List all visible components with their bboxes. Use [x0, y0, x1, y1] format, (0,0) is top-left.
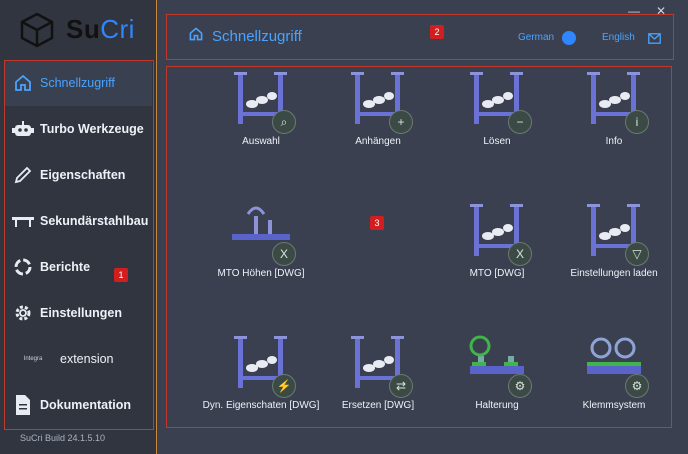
mail-icon[interactable] — [648, 31, 661, 49]
close-button[interactable]: ✕ — [656, 4, 667, 18]
sidebar-item-eigenschaften[interactable]: Eigenschaften — [4, 152, 152, 198]
pipe-rack-icon: X — [228, 200, 296, 266]
annotation-box-3 — [166, 66, 672, 428]
tile-einstellungen-laden[interactable]: ▽ Einstellungen laden — [555, 200, 673, 280]
sidebar: SuCri Schnellzugriff Turbo Werkzeuge Eig… — [0, 0, 156, 454]
tile-mto-dwg[interactable]: X MTO [DWG] — [438, 200, 556, 280]
sidebar-nav: Schnellzugriff Turbo Werkzeuge Eigenscha… — [4, 60, 152, 428]
pipe-rack-icon: + — [345, 68, 413, 134]
tile-caption: MTO [DWG] — [469, 268, 525, 279]
integra-logo: Integra — [6, 356, 60, 362]
pencil-icon — [6, 165, 40, 185]
sidebar-item-schnellzugriff[interactable]: Schnellzugriff — [4, 60, 152, 106]
pipe-rack-icon: ⇄ — [345, 332, 413, 398]
tile-auswahl[interactable]: ⌕ Auswahl — [202, 68, 320, 148]
pipe-rack-icon: ⚡ — [228, 332, 296, 398]
pipe-rack-icon: i — [581, 68, 649, 134]
robot-icon — [6, 119, 40, 139]
brand-cri: Cri — [100, 14, 135, 44]
tile-caption: Lösen — [483, 136, 511, 147]
app-logo: SuCri — [18, 10, 148, 50]
tile-ersetzen-dwg[interactable]: ⇄ Ersetzen [DWG] — [319, 332, 437, 412]
page-title-text: Schnellzugriff — [212, 27, 302, 45]
sidebar-item-label: Eigenschaften — [40, 168, 126, 182]
annotation-badge-2: 2 — [430, 25, 444, 39]
pie-chart-icon — [6, 257, 40, 277]
annotation-box-2 — [166, 14, 674, 60]
build-version: SuCri Build 24.1.5.10 — [20, 433, 106, 443]
filter-icon: ▽ — [625, 242, 649, 266]
pipe-rack-icon: ▽ — [581, 200, 649, 266]
tile-caption: Ersetzen [DWG] — [341, 400, 415, 411]
sidebar-item-dokumentation[interactable]: Dokumentation — [4, 382, 152, 428]
pipe-rack-icon: ⚙ — [464, 332, 532, 398]
annotation-badge-1: 1 — [114, 268, 128, 282]
tile-caption: Info — [605, 136, 623, 147]
pipe-rack-icon: X — [464, 200, 532, 266]
gear-icon — [6, 302, 40, 324]
tile-caption: Auswahl — [242, 136, 280, 147]
brand-name: SuCri — [66, 14, 135, 45]
info-icon: i — [625, 110, 649, 134]
excel-icon: X — [508, 242, 532, 266]
tile-caption: Halterung — [475, 400, 519, 411]
sidebar-item-extension[interactable]: Integra extension — [4, 336, 152, 382]
tile-lösen[interactable]: − Lösen — [438, 68, 556, 148]
cube-logo-icon — [20, 12, 54, 48]
sidebar-item-sekundaerstahlbau[interactable]: Sekundärstahlbau — [4, 198, 152, 244]
divider — [156, 0, 157, 454]
annotation-box-1 — [4, 60, 154, 430]
home-icon — [188, 26, 204, 47]
pipe-rack-icon: ⌕ — [228, 68, 296, 134]
lang-english-label[interactable]: English — [602, 32, 635, 43]
sidebar-item-label: Schnellzugriff — [40, 76, 115, 90]
brand-su: Su — [66, 14, 101, 44]
gear-icon: ⚙ — [508, 374, 532, 398]
tile-caption: Klemmsystem — [582, 400, 646, 411]
sidebar-item-turbo-werkzeuge[interactable]: Turbo Werkzeuge — [4, 106, 152, 152]
lightning-icon: ⚡ — [272, 374, 296, 398]
tile-caption: Dyn. Eigenschaten [DWG] — [202, 400, 320, 411]
integra-logo-text: Integra — [23, 356, 43, 362]
header-bar: Schnellzugriff 2 German English — [166, 14, 674, 60]
excel-icon: X — [272, 242, 296, 266]
lang-german-label[interactable]: German — [518, 32, 555, 43]
plus-icon: + — [389, 110, 413, 134]
sidebar-item-label: Berichte — [40, 260, 91, 274]
sidebar-item-label: Sekundärstahlbau — [40, 214, 149, 228]
swap-icon: ⇄ — [389, 374, 413, 398]
minus-icon: − — [508, 110, 532, 134]
sidebar-item-berichte[interactable]: Berichte — [4, 244, 152, 290]
pipe-rack-icon: − — [464, 68, 532, 134]
tile-caption: MTO Höhen [DWG] — [217, 268, 305, 279]
tile-caption: Einstellungen laden — [570, 268, 658, 279]
page-title: Schnellzugriff — [166, 14, 326, 58]
tile-caption: Anhängen — [355, 136, 401, 147]
tile-anhängen[interactable]: + Anhängen — [319, 68, 437, 148]
sidebar-item-label: Einstellungen — [40, 306, 122, 320]
gear-icon: ⚙ — [625, 374, 649, 398]
tile-halterung[interactable]: ⚙ Halterung — [438, 332, 556, 412]
language-toggle[interactable] — [562, 31, 576, 45]
sidebar-item-label: extension — [60, 352, 114, 366]
annotation-badge-3: 3 — [370, 216, 384, 230]
pipe-rack-icon: ⚙ — [581, 332, 649, 398]
search-icon: ⌕ — [272, 110, 296, 134]
beam-icon — [6, 214, 40, 228]
home-icon — [6, 73, 40, 93]
tile-klemmsystem[interactable]: ⚙ Klemmsystem — [555, 332, 673, 412]
sidebar-item-einstellungen[interactable]: Einstellungen — [4, 290, 152, 336]
tile-mto-höhen-dwg[interactable]: X MTO Höhen [DWG] — [202, 200, 320, 280]
document-icon — [6, 394, 40, 416]
sidebar-item-label: Dokumentation — [40, 398, 131, 412]
tile-dyn-eigenschaten-dwg[interactable]: ⚡ Dyn. Eigenschaten [DWG] — [202, 332, 320, 412]
sidebar-item-label: Turbo Werkzeuge — [40, 122, 144, 136]
